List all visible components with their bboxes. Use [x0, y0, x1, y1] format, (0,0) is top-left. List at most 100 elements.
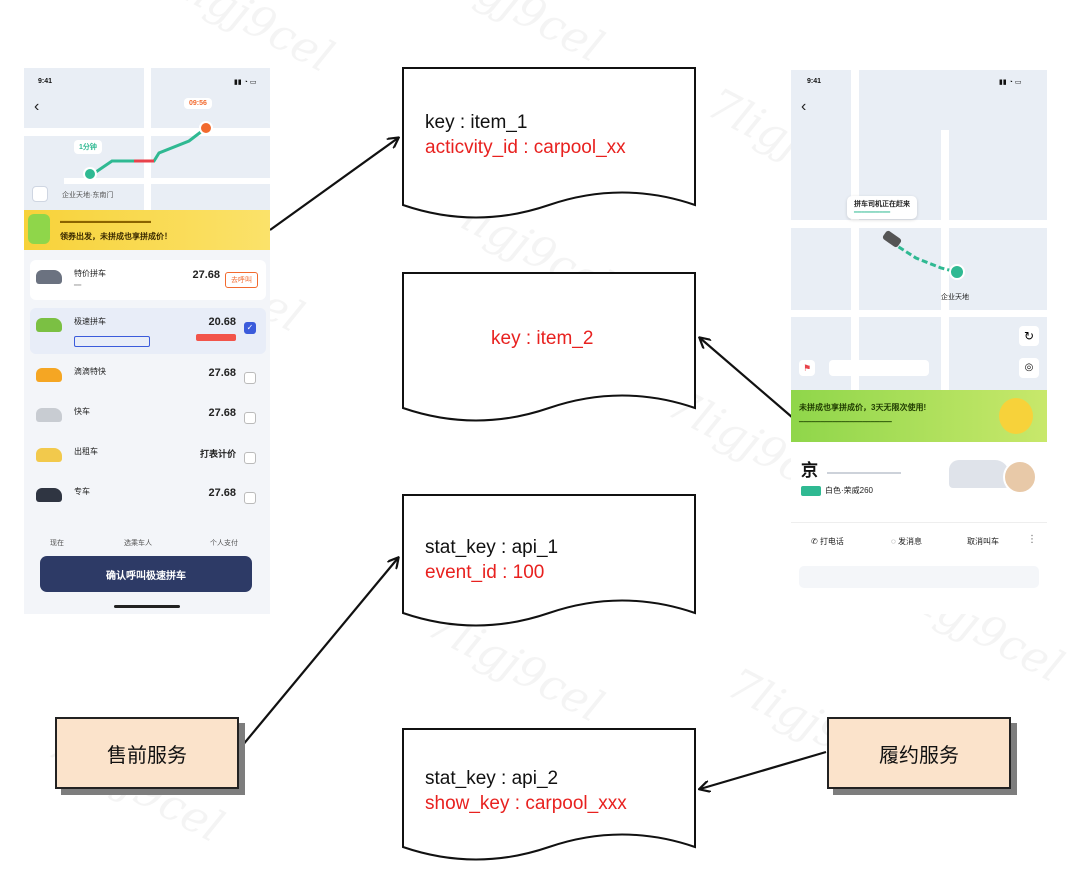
ride-row-selected[interactable]: 极速拼车 20.68 ✓ — [30, 308, 266, 354]
left-eta-bubble: 1分钟 — [74, 140, 102, 154]
right-promo-text: 未拼成也享拼成价，3天无限次使用! — [799, 402, 926, 413]
carpool-tag — [801, 486, 821, 496]
doc3-value: event_id : 100 — [425, 560, 558, 585]
ride-price: 打表计价 — [200, 447, 236, 460]
doc3-key: stat_key : api_1 — [425, 535, 558, 560]
right-status-time: 9:41 — [807, 78, 821, 85]
car-icon — [36, 488, 62, 502]
refresh-icon[interactable]: ↻ — [1019, 326, 1039, 346]
ride-price: 27.68 — [208, 487, 236, 499]
confirm-call-button[interactable]: 确认呼叫极速拼车 — [40, 556, 252, 592]
right-phone-screenshot: 9:41 ▮▮ ◔ ▭ ‹ 拼车司机正在赶来 ━━━━━━━━━━ 企业天地 ↻… — [791, 70, 1047, 614]
left-promo-banner[interactable]: ▬▬▬▬▬▬▬▬▬▬▬▬▬ 领券出发，未拼成也享拼成价！ — [24, 210, 270, 250]
arrow-right-phone-to-item2 — [700, 338, 793, 418]
car-icon — [36, 408, 62, 422]
seat-selector[interactable] — [74, 336, 150, 347]
left-promo-text: 领券出发，未拼成也享拼成价！ — [60, 231, 172, 242]
fulfillment-service-label: 履约服务 — [879, 739, 959, 768]
checkbox[interactable] — [244, 372, 256, 384]
ride-row[interactable]: 滴滴特快 27.68 — [30, 358, 266, 398]
car-icon — [36, 448, 62, 462]
document-text-2: key : item_2 — [491, 326, 593, 351]
driver-avatar — [1003, 460, 1037, 494]
alarm-icon[interactable]: ⚑ — [799, 360, 815, 376]
ride-name: 滴滴特快 — [74, 366, 106, 377]
phone-icon: ✆ — [811, 537, 820, 546]
right-map: 9:41 ▮▮ ◔ ▭ ‹ 拼车司机正在赶来 ━━━━━━━━━━ 企业天地 ↻… — [791, 70, 1047, 390]
doc1-value: acticvity_id : carpool_xx — [425, 135, 626, 160]
coin-icon — [999, 398, 1033, 434]
car-photo — [949, 460, 1009, 488]
arrow-fulfillment-to-api2 — [700, 752, 826, 789]
back-icon[interactable]: ‹ — [801, 98, 806, 116]
ride-row[interactable]: 特价拼车 ━━ 27.68 去呼叫 — [30, 260, 266, 300]
right-promo-banner[interactable]: 未拼成也享拼成价，3天无限次使用! ━━━━━━━━━━━━━━━━━━━━━━ — [791, 390, 1047, 442]
ride-row[interactable]: 专车 27.68 — [30, 478, 266, 518]
checkbox[interactable] — [244, 412, 256, 424]
doc2-value: key : item_2 — [491, 326, 593, 351]
presale-service-box: 售前服务 — [55, 717, 239, 789]
ride-price: 27.68 — [208, 407, 236, 419]
notice-bar — [799, 566, 1039, 588]
footer-passenger-option[interactable]: 选乘车人 — [124, 538, 152, 548]
destination-label: 企业天地 — [941, 292, 969, 302]
right-status-icons: ▮▮ ◔ ▭ — [999, 78, 1021, 86]
footer-time-option[interactable]: 现在 — [50, 538, 64, 548]
back-icon[interactable]: ‹ — [34, 98, 39, 116]
home-indicator — [114, 605, 180, 608]
car-icon — [36, 368, 62, 382]
chat-icon: ◌ — [891, 537, 898, 546]
right-route — [791, 70, 1047, 390]
left-pickup-label: 企业天地·东南门 — [62, 190, 113, 200]
left-status-icons: ▮▮ ◔ ▭ — [234, 78, 256, 86]
driver-status-bubble: 拼车司机正在赶来 ━━━━━━━━━━ — [847, 196, 917, 219]
ride-name: 出租车 — [74, 446, 98, 457]
document-text-4: stat_key : api_2 show_key : carpool_xxx — [425, 766, 627, 816]
ride-price: 27.68 — [192, 269, 220, 281]
left-route — [24, 68, 270, 218]
discount-badge — [196, 334, 236, 341]
car-model: 白色·荣威260 — [825, 485, 873, 496]
presale-service-label: 售前服务 — [107, 739, 187, 768]
checkbox-checked[interactable]: ✓ — [244, 322, 256, 334]
checkbox[interactable] — [244, 492, 256, 504]
car-icon — [36, 318, 62, 332]
locate-icon[interactable]: ◎ — [1019, 358, 1039, 378]
document-text-1: key : item_1 acticvity_id : carpool_xx — [425, 110, 626, 160]
checkbox[interactable] — [244, 452, 256, 464]
more-icon[interactable]: ⋮ — [1027, 534, 1037, 545]
cancel-ride-button[interactable]: 取消叫车 — [967, 536, 999, 547]
shield-icon[interactable] — [32, 186, 48, 202]
left-ride-list: 特价拼车 ━━ 27.68 去呼叫 极速拼车 20.68 ✓ 滴滴特快 27.6… — [24, 250, 270, 614]
left-status-time: 9:41 — [38, 78, 52, 85]
footer-payment-option[interactable]: 个人支付 — [210, 538, 238, 548]
arrow-left-phone-to-item1 — [270, 138, 398, 230]
call-button[interactable]: 去呼叫 — [225, 272, 258, 288]
ride-name: 专车 — [74, 486, 90, 497]
fulfillment-service-box: 履约服务 — [827, 717, 1011, 789]
ride-price: 20.68 — [208, 316, 236, 328]
ride-name: 特价拼车 — [74, 268, 106, 279]
driver-status-title: 拼车司机正在赶来 — [854, 199, 910, 209]
car-icon — [36, 270, 62, 284]
license-plate: 京 — [801, 456, 818, 481]
safety-pill[interactable] — [829, 360, 929, 376]
ride-name: 快车 — [74, 406, 90, 417]
doc1-key: key : item_1 — [425, 110, 626, 135]
driver-card: 京 白色·荣威260 ✆ 打电话 ◌ 发消息 取消叫车 ⋮ — [791, 442, 1047, 614]
doc4-value: show_key : carpool_xxx — [425, 791, 627, 816]
ride-price: 27.68 — [208, 367, 236, 379]
ride-name: 极速拼车 — [74, 316, 106, 327]
message-driver-button[interactable]: ◌ 发消息 — [891, 536, 922, 547]
left-map: 9:41 ▮▮ ◔ ▭ ‹ 1分钟 09:56 企业天地·东南门 — [24, 68, 270, 218]
call-driver-button[interactable]: ✆ 打电话 — [811, 536, 844, 547]
ride-row[interactable]: 快车 27.68 — [30, 398, 266, 438]
left-arrive-bubble: 09:56 — [184, 98, 212, 109]
promo-gift-icon — [28, 214, 50, 244]
doc4-key: stat_key : api_2 — [425, 766, 627, 791]
document-text-3: stat_key : api_1 event_id : 100 — [425, 535, 558, 585]
left-promo-tag: ▬▬▬▬▬▬▬▬▬▬▬▬▬ — [60, 218, 151, 225]
left-phone-screenshot: 9:41 ▮▮ ◔ ▭ ‹ 1分钟 09:56 企业天地·东南门 ▬▬▬▬▬▬▬… — [24, 68, 270, 614]
ride-row[interactable]: 出租车 打表计价 — [30, 438, 266, 478]
